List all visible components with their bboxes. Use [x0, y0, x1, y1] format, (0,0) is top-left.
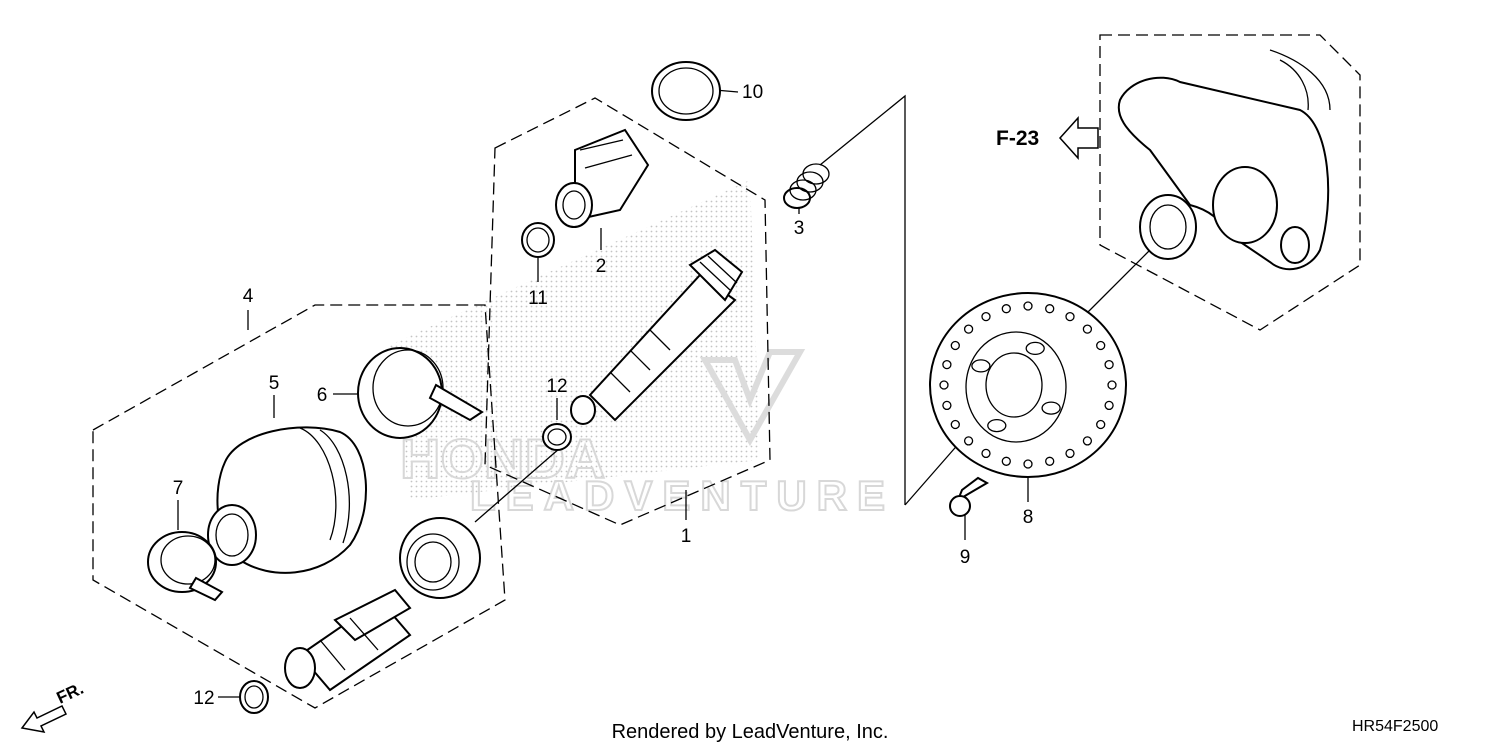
- disc-hole: [1023, 459, 1033, 469]
- disc-mounting-slot: [971, 359, 991, 373]
- hub-outline: [1099, 34, 1361, 331]
- disc-hole: [963, 436, 974, 446]
- disc-hole: [1096, 419, 1106, 430]
- watermark-company: LEADVENTURE: [470, 472, 895, 519]
- disc-hole: [1107, 380, 1117, 390]
- disc-hole: [1065, 448, 1075, 459]
- o-ring-part-12-lower[interactable]: [239, 680, 269, 714]
- disc-hole: [1045, 304, 1055, 314]
- group-outline-4: [92, 304, 506, 709]
- disc-hole: [1023, 301, 1033, 311]
- universal-joint[interactable]: [284, 588, 412, 692]
- callouts: 1 2 3 4 5 6 7 8 9 10 11 12 12: [173, 82, 1034, 709]
- callout-1[interactable]: 1: [681, 526, 692, 547]
- disc-mounting-slot: [1025, 341, 1045, 356]
- callout-11[interactable]: 11: [528, 288, 548, 309]
- disc-mounting-slot: [987, 418, 1007, 433]
- callout-4[interactable]: 4: [243, 286, 254, 307]
- disc-hole: [1045, 456, 1055, 466]
- brake-disc-part-8[interactable]: [929, 292, 1127, 478]
- o-ring-part-10[interactable]: [651, 61, 721, 121]
- disc-hole: [1001, 304, 1011, 314]
- disc-hole: [1082, 436, 1093, 446]
- hub[interactable]: [1117, 49, 1331, 271]
- reference-label: F-23: [996, 127, 1039, 150]
- callout-9[interactable]: 9: [960, 547, 971, 568]
- seal[interactable]: [399, 517, 481, 599]
- footer-credit: Rendered by LeadVenture, Inc.: [612, 721, 889, 743]
- disc-hole: [942, 359, 952, 370]
- callout-2[interactable]: 2: [596, 256, 607, 277]
- o-ring-part-12-upper[interactable]: [542, 423, 572, 451]
- disc-mounting-slot: [1041, 401, 1061, 415]
- front-arrow-icon: [20, 705, 68, 734]
- dust-seal-part-2[interactable]: [555, 128, 650, 228]
- callout-8[interactable]: 8: [1023, 507, 1034, 528]
- bolt-part-9[interactable]: [949, 476, 990, 517]
- disc-hole: [981, 448, 991, 459]
- disc-hole: [1082, 324, 1093, 334]
- reference-arrow-icon: [1058, 116, 1099, 160]
- diagram-code: HR54F2500: [1352, 718, 1438, 735]
- disc-hole: [950, 340, 960, 351]
- front-direction-indicator: FR.: [20, 679, 87, 734]
- boot-part-5[interactable]: [207, 426, 367, 574]
- boot-band-part-7[interactable]: [147, 531, 224, 602]
- callout-6[interactable]: 6: [317, 385, 328, 406]
- disc-hole: [1104, 359, 1114, 370]
- boot-band-part-6[interactable]: [357, 347, 484, 439]
- front-label: FR.: [54, 679, 87, 708]
- disc-hole: [963, 324, 974, 334]
- callout-7[interactable]: 7: [173, 478, 184, 499]
- spring-part-3[interactable]: [783, 163, 830, 209]
- disc-hole: [981, 311, 991, 322]
- disc-hole: [1001, 456, 1011, 466]
- disc-hole: [939, 380, 949, 390]
- o-ring-part-11[interactable]: [521, 222, 555, 258]
- callout-12-lower[interactable]: 12: [193, 688, 214, 709]
- disc-hole: [942, 400, 952, 411]
- callout-5[interactable]: 5: [269, 373, 280, 394]
- disc-hole: [1096, 340, 1106, 351]
- callout-3[interactable]: 3: [794, 218, 805, 239]
- disc-hole: [1065, 311, 1075, 322]
- reference-f23[interactable]: F-23: [996, 116, 1099, 160]
- callout-10[interactable]: 10: [742, 82, 763, 103]
- group-outline-1: [484, 97, 771, 526]
- disc-hole: [950, 419, 960, 430]
- disc-hole: [1104, 400, 1114, 411]
- callout-12-upper[interactable]: 12: [546, 376, 567, 397]
- propeller-shaft-part-1[interactable]: [570, 248, 744, 425]
